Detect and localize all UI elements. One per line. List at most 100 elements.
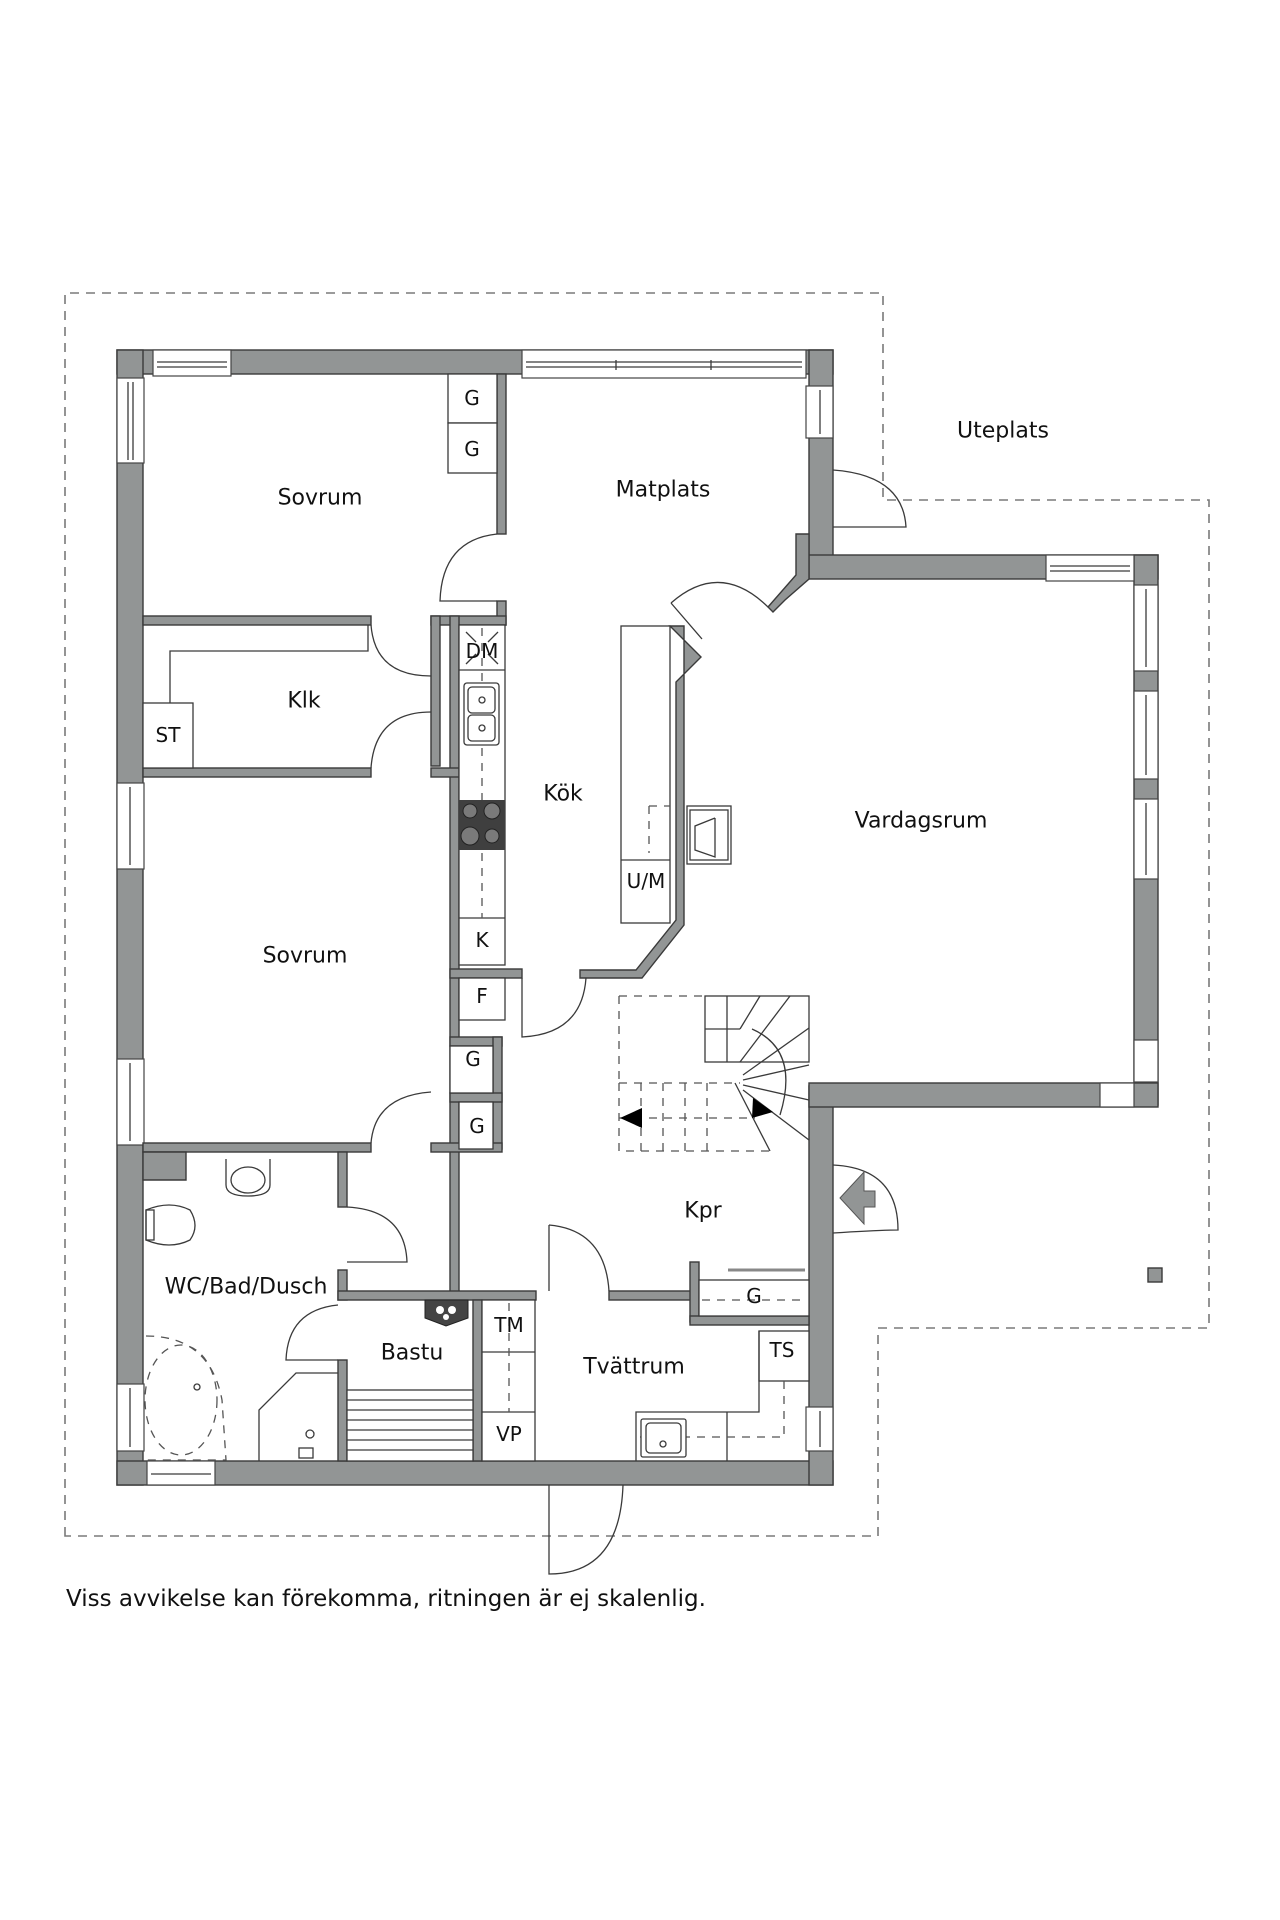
window-matplats-top <box>521 349 807 379</box>
wall-bad-notch <box>142 1151 187 1181</box>
room-label-kok: Kök <box>543 781 583 807</box>
fixture-label-g1: G <box>464 386 480 410</box>
wall-bottom <box>116 1460 834 1486</box>
wall-right-upper <box>808 349 834 558</box>
wardrobe-g4 <box>458 1101 494 1150</box>
entrance-arrow-icon <box>839 1170 876 1226</box>
disclaimer-text: Viss avvikelse kan förekomma, ritningen … <box>66 1586 706 1612</box>
stair-arrow-down-icon <box>620 1108 642 1128</box>
room-label-uteplats: Uteplats <box>957 418 1049 444</box>
door-vardagsrum <box>670 581 769 640</box>
fixture-label-g3: G <box>465 1047 481 1071</box>
door-bastu <box>285 1304 339 1361</box>
roof-outline <box>64 292 1210 1537</box>
door-tvatt-exit <box>548 1484 624 1575</box>
wall-sovrum-matplats <box>496 373 507 535</box>
window-vardagsrum-right-2 <box>1133 690 1159 780</box>
ts-cabinet <box>758 1330 810 1382</box>
wardrobe-g3 <box>449 1045 494 1094</box>
wall-left <box>116 349 144 1486</box>
door-klk-bottom <box>370 711 432 769</box>
door-tvatt <box>548 1224 610 1292</box>
fixture-label-ts: TS <box>769 1338 795 1362</box>
toilet-icon <box>145 1204 196 1246</box>
room-label-tvattrum: Tvättrum <box>583 1354 685 1380</box>
wall-klk-sovrum2 <box>142 767 372 778</box>
st-cabinet <box>142 702 194 769</box>
wall-kpr-g-bottom <box>689 1315 810 1326</box>
kitchen-sink-icon <box>463 682 500 746</box>
wall-bad-bastu <box>337 1359 348 1462</box>
window-bad-bottom <box>146 1460 216 1486</box>
room-label-vardagsrum: Vardagsrum <box>854 808 988 834</box>
shower-wall <box>258 1372 338 1461</box>
wall-g-mid <box>449 1092 503 1103</box>
wall-kpr-tvatt <box>608 1290 700 1301</box>
window-vardagsrum-top <box>1045 554 1135 582</box>
door-sovrum-top <box>439 533 498 602</box>
wall-kok-island-corner <box>579 625 702 979</box>
room-label-sovrum-bottom: Sovrum <box>262 943 348 969</box>
fixture-label-k: K <box>475 928 489 952</box>
window-vardagsrum-corner <box>1099 1039 1159 1108</box>
window-sovrum2-left-2 <box>116 1058 145 1146</box>
wardrobe-g1 <box>447 373 498 424</box>
fixture-label-g4: G <box>469 1114 485 1138</box>
wall-diagonal <box>767 533 810 613</box>
window-vardagsrum-right-3 <box>1133 798 1159 880</box>
window-sovrum-left <box>116 377 145 464</box>
wall-klk-stub <box>430 615 507 626</box>
fireplace <box>686 805 732 865</box>
fixture-label-tm: TM <box>494 1313 524 1337</box>
wall-kok-f <box>449 968 523 979</box>
wall-klk-stub2 <box>430 767 460 778</box>
wardrobe-g2 <box>447 422 498 474</box>
window-sovrum-top <box>152 349 232 377</box>
stair-arrow-turn-icon <box>752 1098 773 1118</box>
wall-sovrum2-bottom <box>142 1142 372 1153</box>
kitchen-island-counter <box>620 625 671 924</box>
room-label-sovrum-top: Sovrum <box>277 485 363 511</box>
wall-bastu-top <box>337 1290 537 1301</box>
fixture-label-um: U/M <box>626 869 666 893</box>
sauna-heater-icon <box>424 1299 469 1327</box>
wall-sovrum-klk <box>142 615 372 626</box>
wardrobe-g5 <box>698 1279 810 1317</box>
door-main-entrance <box>832 1164 899 1234</box>
fixture-label-g2: G <box>464 437 480 461</box>
fixture-label-f: F <box>476 984 488 1008</box>
door-sovrum2 <box>370 1091 432 1144</box>
window-tvatt-right <box>805 1406 834 1452</box>
door-klk-top <box>370 624 432 677</box>
laundry-sink-icon <box>640 1418 687 1458</box>
window-bad-left <box>116 1383 145 1452</box>
door-bad <box>346 1206 408 1263</box>
fixture-label-g5: G <box>746 1284 762 1308</box>
window-vardagsrum-right-1 <box>1133 584 1159 672</box>
wall-klk-kok-upper <box>430 615 441 767</box>
wall-bad-right-upper <box>337 1151 348 1208</box>
wall-kpr-g-left <box>689 1261 700 1323</box>
window-matplats-right <box>805 385 834 439</box>
room-label-matplats: Matplats <box>615 477 711 503</box>
room-label-kpr: Kpr <box>684 1198 722 1224</box>
wall-bastu-tm <box>472 1299 483 1462</box>
fixture-label-st: ST <box>155 723 181 747</box>
staircase <box>618 995 810 1152</box>
washbasin-icon <box>225 1159 271 1197</box>
fixture-label-vp: VP <box>496 1422 522 1446</box>
bathtub-icon <box>144 1335 227 1461</box>
fixture-label-dm: DM <box>465 639 499 663</box>
window-sovrum2-left-1 <box>116 782 145 870</box>
door-kok-bottom <box>521 977 587 1038</box>
sauna-benches <box>346 1389 474 1462</box>
fridge-f <box>458 977 506 1021</box>
dishwasher-marker <box>465 631 499 665</box>
stove-icon <box>459 800 505 850</box>
room-label-klk: Klk <box>287 688 321 714</box>
room-label-bastu: Bastu <box>380 1340 444 1366</box>
pillar <box>1147 1267 1163 1283</box>
room-label-wc-bad-dusch: WC/Bad/Dusch <box>164 1274 328 1300</box>
door-matplats-exit <box>832 469 907 528</box>
